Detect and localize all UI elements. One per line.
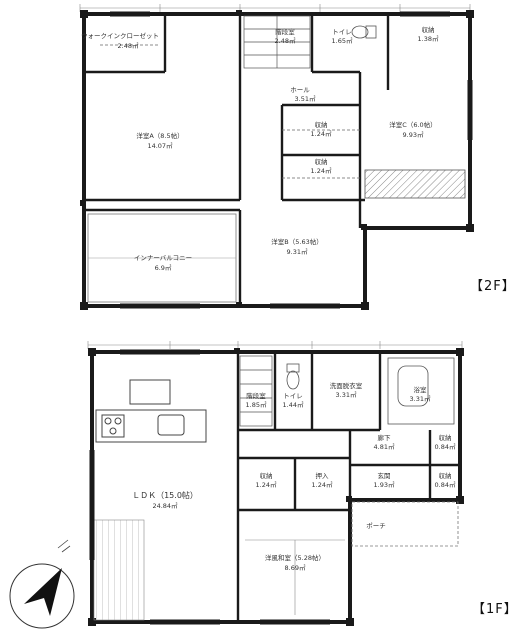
interior-walls-2f (84, 14, 390, 306)
porch-area (351, 501, 459, 547)
room-name-toilet-1f: トイレ (283, 392, 303, 400)
room-name-storage-b: 収納 (439, 471, 452, 480)
dimension-line-top-1f (87, 341, 463, 349)
room-name-toilet-2f: トイレ (332, 28, 352, 36)
room-name-washroom: 洗面脱衣室 (330, 381, 363, 390)
dimension-line-top-2f (79, 4, 471, 12)
north-arrow-icon (24, 568, 62, 616)
toilet-fixture-1f (286, 363, 300, 390)
room-area-toilet-1f: 1.44㎡ (283, 400, 304, 409)
room-name-room-a: 洋室A（8.5帖） (136, 131, 183, 140)
interior-walls-1f (236, 352, 460, 622)
room-area-stair-1f: 1.85㎡ (246, 400, 267, 409)
deck-texture-1f (93, 519, 145, 621)
room-name-inner-balcony: インナーバルコニー (134, 254, 192, 262)
room-area-hall: 3.51㎡ (295, 94, 316, 103)
room-area-bath: 3.31㎡ (410, 394, 431, 403)
room-area-oshiire: 1.24㎡ (312, 480, 333, 489)
room-name-closet-1: 収納 (315, 120, 328, 129)
room-area-closet-left: 1.24㎡ (256, 480, 277, 489)
room-name-wic: ウォークインクローゼット (81, 31, 159, 40)
room-name-room-c: 洋室C（6.0帖） (389, 120, 436, 129)
room-name-closet-left: 収納 (260, 471, 273, 480)
room-area-corridor: 4.81㎡ (374, 442, 395, 451)
deck-texture-2f (364, 169, 466, 199)
room-name-porch: ポーチ (366, 522, 386, 530)
room-name-washitsu: 洋風和室（5.28帖） (265, 553, 325, 562)
room-area-closet-2: 1.24㎡ (311, 166, 332, 175)
room-name-stair-1f: 階段室 (246, 391, 266, 400)
room-area-inner-balcony: 6.9㎡ (155, 263, 172, 272)
room-name-hall: ホール (290, 86, 310, 94)
room-area-room-a: 14.07㎡ (147, 141, 173, 150)
closet-dashes-2f (100, 44, 360, 179)
staircase-1f (239, 355, 273, 427)
room-name-stairs-2f: 階段室 (275, 27, 295, 36)
room-name-bath: 浴室 (414, 385, 428, 394)
room-area-toilet-2f: 1.65㎡ (332, 36, 353, 45)
windows-1f (89, 349, 330, 625)
compass-icon (9, 539, 75, 629)
room-area-wic: 2.48㎡ (118, 41, 139, 50)
room-area-washitsu: 8.69㎡ (285, 563, 306, 572)
room-name-corridor: 廊下 (378, 433, 392, 442)
room-name-room-b: 洋室B（5.63帖） (271, 237, 322, 246)
bathtub (387, 357, 455, 425)
room-area-ldk: 24.84㎡ (152, 501, 178, 510)
staircase-2f (243, 15, 311, 69)
room-area-stairs-2f: 2.48㎡ (275, 36, 296, 45)
room-name-entrance: 玄関 (378, 471, 391, 480)
room-area-room-c: 9.93㎡ (403, 130, 424, 139)
tatami-lines (245, 539, 345, 615)
room-area-storage-top: 1.38㎡ (418, 34, 439, 43)
room-area-room-b: 9.31㎡ (287, 247, 308, 256)
room-area-storage-b: 0.84㎡ (435, 480, 456, 489)
room-name-ldk: ＬＤＫ（15.0帖） (132, 490, 198, 500)
room-area-washroom: 3.31㎡ (336, 390, 357, 399)
room-name-storage-top: 収納 (422, 25, 435, 34)
floor-label-2f: 【2F】 (470, 279, 516, 294)
room-name-storage-a: 収納 (439, 433, 452, 442)
room-area-storage-a: 0.84㎡ (435, 442, 456, 451)
room-name-oshiire: 押入 (316, 471, 330, 480)
floor-label-1f: 【1F】 (472, 602, 517, 617)
windows-2f (110, 11, 473, 309)
floor-2f: ウォークインクローゼット 2.48㎡ 階段室 2.48㎡ トイレ 1.65㎡ 収… (79, 4, 474, 310)
kitchen-counter (95, 379, 207, 443)
toilet-fixture-2f (351, 25, 377, 39)
floor-1f: 階段室 1.85㎡ トイレ 1.44㎡ 洗面脱衣室 3.31㎡ 浴室 3.31㎡… (9, 341, 464, 629)
room-area-entrance: 1.93㎡ (374, 480, 395, 489)
room-area-closet-1: 1.24㎡ (311, 129, 332, 138)
room-name-closet-2: 収納 (315, 157, 328, 166)
